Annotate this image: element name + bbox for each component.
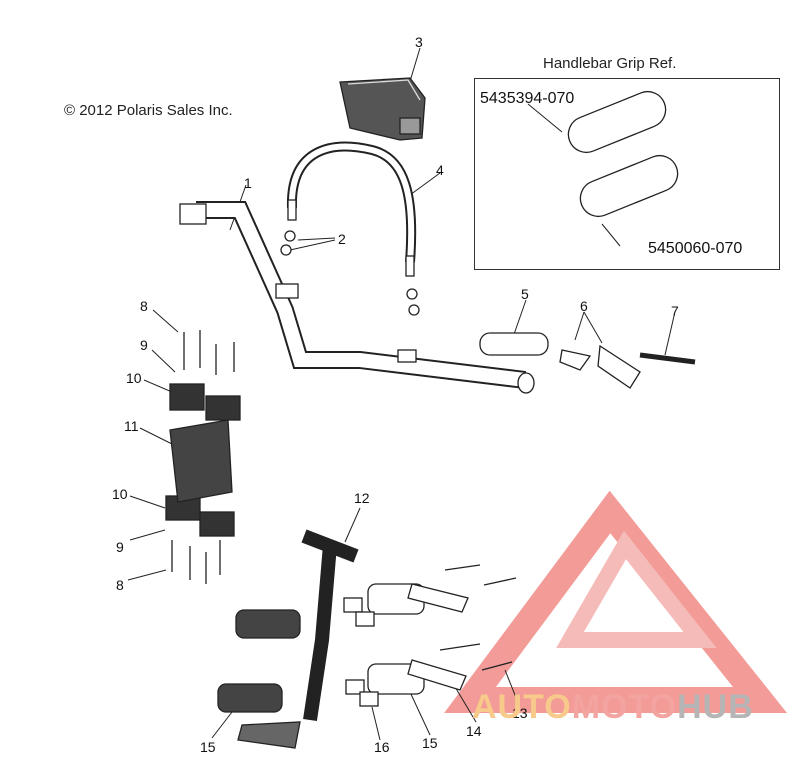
copyright-text: © 2012 Polaris Sales Inc. — [64, 102, 233, 119]
grip-part-number-a: 5435394-070 — [480, 90, 575, 107]
callout-2: 2 — [338, 231, 346, 247]
callout-12: 12 — [354, 490, 370, 506]
callout-10-bottom: 10 — [112, 486, 128, 502]
watermark-logo-icon — [444, 490, 788, 713]
watermark-part-1: AUTO — [472, 688, 572, 726]
grip-part-number-b: 5450060-070 — [648, 240, 743, 257]
callout-1: 1 — [244, 175, 252, 191]
callout-3: 3 — [415, 34, 423, 50]
callout-7: 7 — [671, 303, 679, 319]
callout-15-right: 15 — [422, 735, 438, 751]
callout-5: 5 — [521, 286, 529, 302]
callout-9-top: 9 — [140, 337, 148, 353]
callout-8-top: 8 — [140, 298, 148, 314]
callout-16: 16 — [374, 739, 390, 755]
callout-13: 13 — [512, 705, 528, 721]
callout-15-left: 15 — [200, 739, 216, 755]
callout-11: 11 — [124, 418, 139, 434]
grip-ref-title: Handlebar Grip Ref. — [543, 55, 677, 72]
callout-14: 14 — [466, 723, 482, 739]
callout-8-bottom: 8 — [116, 577, 124, 593]
callout-10-top: 10 — [126, 370, 142, 386]
callout-6: 6 — [580, 298, 588, 314]
watermark-part-2: MOTO — [571, 688, 678, 726]
callout-9-bottom: 9 — [116, 539, 124, 555]
watermark-part-3: HUB — [677, 688, 754, 726]
drawing-parts — [165, 77, 696, 749]
callout-4: 4 — [436, 162, 444, 178]
watermark-text: AUTOMOTOHUB — [472, 688, 754, 727]
grip-ref-box — [474, 78, 780, 270]
